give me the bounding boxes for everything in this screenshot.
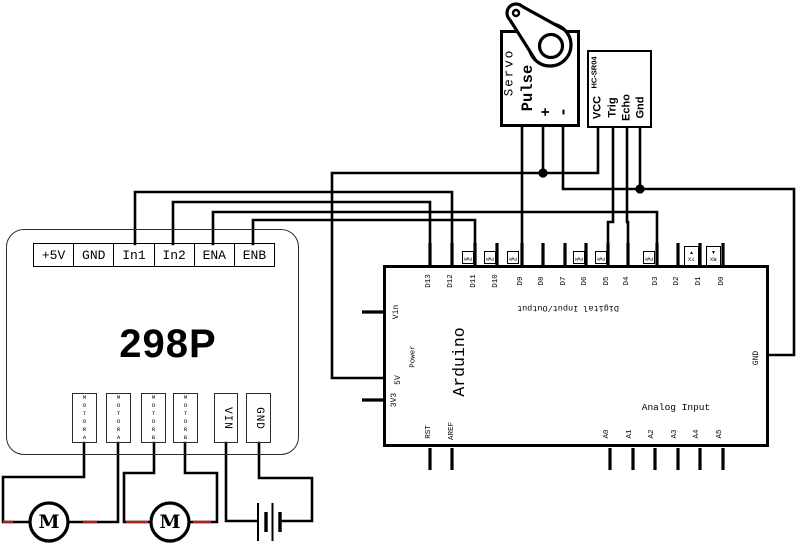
- pin-label-d9: D9: [517, 276, 526, 286]
- pwm-label: PWM: [574, 255, 584, 261]
- arduino-digital-section-label: Digital Input/Output: [516, 303, 620, 314]
- servo-label: Servo: [502, 48, 517, 97]
- rx-tag: ▼ RX: [706, 246, 721, 266]
- pin-label-a4: A4: [693, 429, 702, 439]
- driver-pin-motorb2-label: MOTORB: [182, 394, 189, 442]
- servo-pin-minus-label: -: [554, 106, 574, 118]
- motor-left-label: M: [38, 510, 60, 533]
- pin-label-d1: D1: [695, 276, 704, 286]
- pwm-label: PWM: [508, 255, 518, 261]
- pin-label-d8: D8: [538, 276, 547, 286]
- battery-icon: [257, 503, 282, 541]
- pin-label-gnd-right: GND: [752, 350, 761, 366]
- pin-label-a2: A2: [648, 429, 657, 439]
- driver-pin-motorb2: MOTORB: [173, 393, 198, 443]
- driver-pin-motorb1: MOTORB: [141, 393, 166, 443]
- driver-pin-vin-label: VIN: [220, 406, 233, 430]
- pwm-tag-d6: PWM: [573, 251, 585, 264]
- driver-pin-gnd-bottom: GND: [246, 393, 271, 443]
- pin-label-d7: D7: [560, 276, 569, 286]
- pwm-tag-d5: PWM: [595, 251, 607, 264]
- pin-label-a3: A3: [671, 429, 680, 439]
- pin-label-5v: 5V: [394, 375, 403, 385]
- arduino-body: [383, 265, 769, 447]
- arduino-label: Arduino: [449, 327, 469, 397]
- driver-pin-motora2-label: MOTORA: [115, 394, 122, 442]
- wire-echo-d4: [625, 126, 630, 254]
- hc-pin-trig-label: Trig: [606, 97, 619, 118]
- pwm-label: PWM: [596, 255, 606, 261]
- pin-label-d2: D2: [673, 276, 682, 286]
- pin-label-d0: D0: [718, 276, 727, 286]
- arduino-analog-section-label: Analog Input: [641, 401, 711, 413]
- driver-pin-motora2: MOTORA: [106, 393, 131, 443]
- driver-pin-ena: ENA: [195, 244, 235, 266]
- pin-label-d3: D3: [652, 276, 661, 286]
- driver-pin-motora1-label: MOTORA: [81, 394, 88, 442]
- pin-label-a0: A0: [603, 429, 612, 439]
- driver-pin-gnd: GND: [74, 244, 115, 266]
- pwm-label: PWM: [644, 255, 654, 261]
- pin-label-d11: D11: [470, 274, 479, 288]
- junction-dot: [538, 168, 548, 178]
- driver-title: 298P: [119, 322, 217, 366]
- pin-label-d13: D13: [425, 274, 434, 288]
- pwm-tag-d10: PWM: [484, 251, 496, 264]
- pin-label-d6: D6: [581, 276, 590, 286]
- junction-dot: [635, 184, 645, 194]
- motor-right-label: M: [159, 510, 181, 533]
- hc-pin-vcc-label: VCC: [591, 95, 604, 120]
- hc-pin-echo-label: Echo: [620, 94, 633, 121]
- arduino-power-label: Power: [409, 345, 418, 368]
- pwm-tag-d11: PWM: [462, 251, 474, 264]
- rx-arrow-icon: ▼: [711, 249, 716, 256]
- pin-label-d10: D10: [492, 274, 501, 288]
- rx-label: RX: [710, 255, 717, 263]
- pwm-label: PWM: [485, 255, 495, 261]
- pin-label-vin: Vin: [392, 304, 401, 320]
- wire-trig-d5: [606, 126, 615, 254]
- pin-label-rst: RST: [425, 425, 434, 439]
- tx-tag: ▲ TX: [684, 246, 699, 266]
- pin-label-3v3: 3V3: [390, 392, 399, 408]
- ultrasonic-label: HC-SR04: [589, 56, 599, 89]
- pin-label-d12: D12: [447, 274, 456, 288]
- servo-pin-pulse-label: Pulse: [519, 64, 538, 112]
- motor-driver-body: [6, 229, 299, 455]
- driver-pin-motorb1-label: MOTORB: [150, 394, 157, 442]
- pin-label-a1: A1: [626, 429, 635, 439]
- hc-pin-gnd-label: Gnd: [634, 96, 647, 119]
- pin-label-aref: AREF: [448, 422, 457, 441]
- tx-arrow-icon: ▲: [689, 249, 694, 256]
- pwm-tag-d9: PWM: [507, 251, 519, 264]
- driver-pin-vin: VIN: [214, 393, 238, 443]
- servo-pin-plus-label: +: [537, 107, 555, 117]
- driver-pin-enb: ENB: [242, 247, 267, 263]
- driver-top-pin-row: +5V GND In1 In2 ENA ENB: [33, 243, 275, 267]
- driver-pin-5v: +5V: [34, 244, 75, 266]
- driver-pin-motora1: MOTORA: [72, 393, 97, 443]
- pin-label-d5: D5: [603, 276, 612, 286]
- pwm-tag-d3: PWM: [643, 251, 655, 264]
- tx-label: TX: [688, 255, 695, 263]
- pin-label-d4: D4: [623, 276, 632, 286]
- pwm-label: PWM: [463, 255, 473, 261]
- driver-pin-in2: In2: [155, 244, 195, 266]
- driver-pin-in1: In1: [114, 244, 155, 266]
- pin-label-a5: A5: [716, 429, 725, 439]
- ultrasonic-body: [587, 50, 652, 128]
- driver-pin-gnd-bottom-label: GND: [253, 406, 265, 430]
